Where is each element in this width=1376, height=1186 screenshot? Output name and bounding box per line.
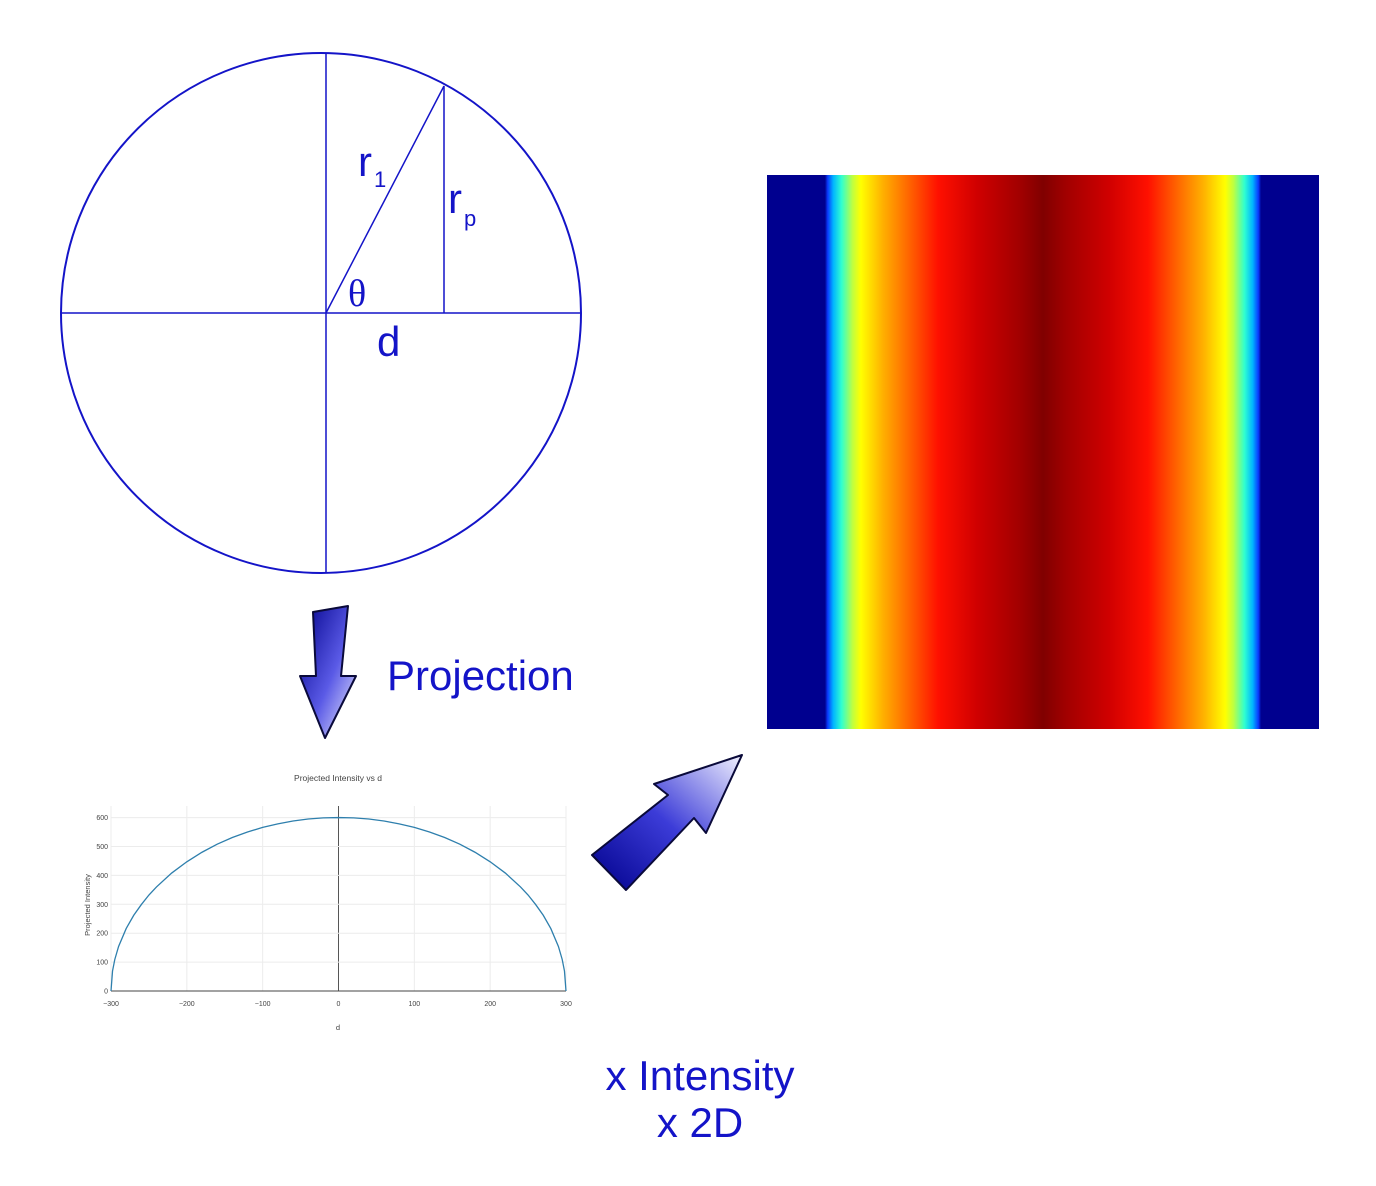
chart-ticks: −300 −200 −100 0 100 200 300 0 100 200 300 400 500 60… xyxy=(96,815,572,1008)
rp-label: rp xyxy=(448,175,476,231)
y-tick-label: 0 xyxy=(104,989,108,996)
d-label: d xyxy=(377,318,400,365)
x-tick-label: −300 xyxy=(103,1001,119,1008)
x-tick-label: −200 xyxy=(179,1001,195,1008)
caption-line-1: x Intensity xyxy=(605,1052,795,1099)
y-tick-label: 500 xyxy=(96,844,108,851)
x-tick-label: 200 xyxy=(484,1001,496,1008)
x-axis-title: d xyxy=(336,1023,340,1032)
y-tick-label: 600 xyxy=(96,815,108,822)
y-tick-label: 100 xyxy=(96,960,108,967)
heatmap xyxy=(767,175,1319,729)
intensity-curve xyxy=(110,816,567,992)
x-tick-label: 300 xyxy=(560,1001,572,1008)
chart-grid xyxy=(110,806,567,992)
y-axis-title: Projected Intensity xyxy=(83,874,92,936)
x-tick-label: 100 xyxy=(408,1001,420,1008)
caption-line-2: x 2D xyxy=(656,1099,744,1146)
y-tick-label: 400 xyxy=(96,873,108,880)
theta-label: θ xyxy=(348,273,366,315)
x-tick-label: 0 xyxy=(337,1001,341,1008)
projection-label: Projection xyxy=(387,652,574,699)
chart-title: Projected Intensity vs d xyxy=(294,773,382,783)
y-tick-label: 300 xyxy=(96,902,108,909)
x-tick-label: −100 xyxy=(255,1001,271,1008)
radius-line-r1 xyxy=(325,85,445,314)
y-tick-label: 200 xyxy=(96,931,108,938)
r1-label: r1 xyxy=(358,138,386,192)
caption: x Intensity x 2D xyxy=(560,1052,840,1146)
